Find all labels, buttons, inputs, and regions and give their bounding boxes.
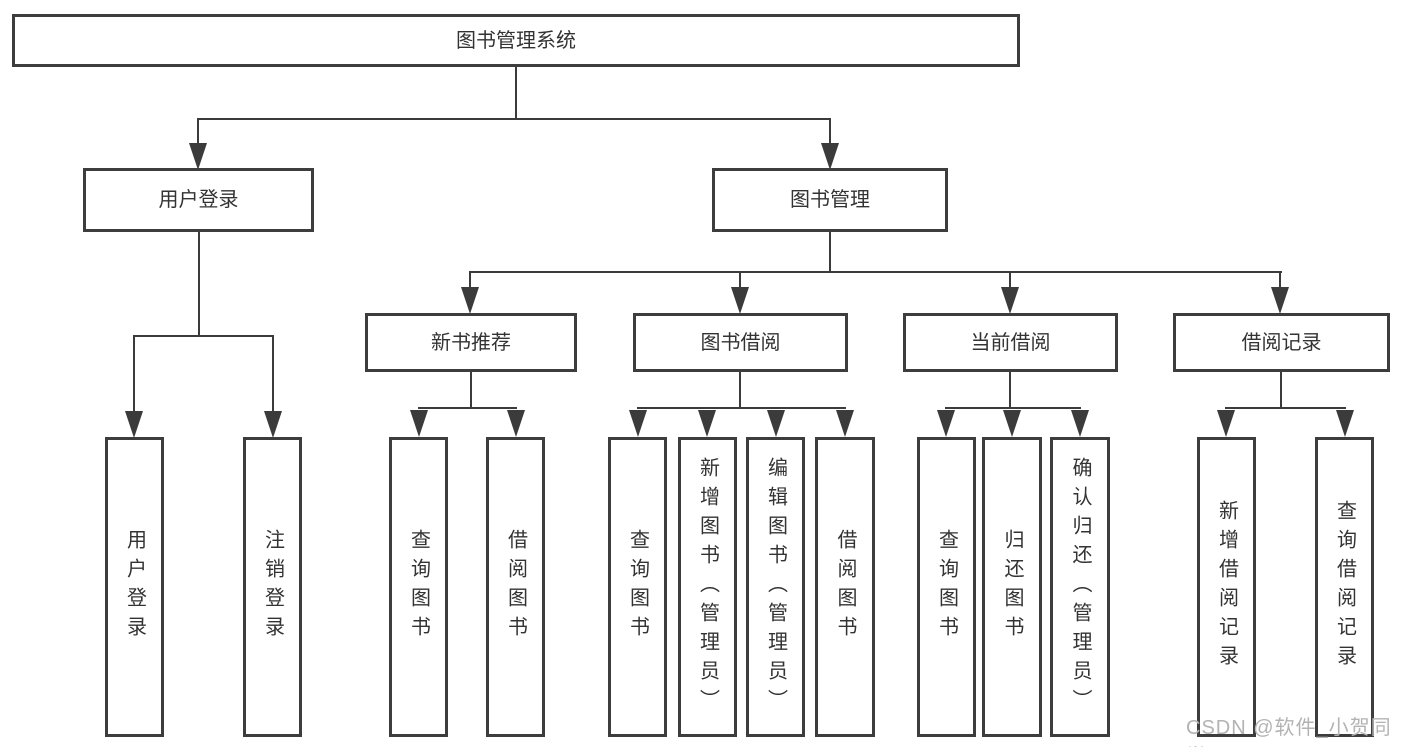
node-user-login: 用户登录 xyxy=(83,168,314,232)
leaf-user-login: 用户登录 xyxy=(105,437,164,737)
connector-l3-stem xyxy=(469,271,471,289)
connector-bookmgmt-stem xyxy=(829,118,831,145)
leaf-logout: 注销登录 xyxy=(243,437,302,737)
node-book-borrowing: 图书借阅 xyxy=(633,313,848,372)
arrow-down-icon xyxy=(1003,410,1021,437)
connector-currentborrow-down xyxy=(1009,372,1011,409)
connector-leaf-stem xyxy=(272,335,274,411)
arrow-down-icon xyxy=(1271,287,1289,314)
connector-l3-stem xyxy=(1279,271,1281,289)
arrow-down-icon xyxy=(410,410,428,437)
node-new-book-recommend: 新书推荐 xyxy=(365,313,577,372)
node-current-borrowing: 当前借阅 xyxy=(903,313,1118,372)
arrow-down-icon xyxy=(698,410,716,437)
arrow-down-icon xyxy=(507,410,525,437)
arrow-down-icon xyxy=(1336,410,1354,437)
arrow-down-icon xyxy=(731,287,749,314)
leaf-add-books-admin: 新增图书（管理员） xyxy=(678,437,737,737)
node-borrowing-records: 借阅记录 xyxy=(1173,313,1390,372)
connector-bookmgmt-down xyxy=(829,232,831,273)
connector-level3-rail xyxy=(470,271,1282,273)
connector-newbook-rail xyxy=(418,407,517,409)
connector-l3-stem xyxy=(739,271,741,289)
leaf-confirm-return-admin: 确认归还（管理员） xyxy=(1050,437,1110,737)
leaf-query-borrow-record: 查询借阅记录 xyxy=(1315,437,1374,737)
connector-currentborrow-rail xyxy=(945,407,1081,409)
leaf-borrow-books: 借阅图书 xyxy=(815,437,875,737)
leaf-edit-books-admin: 编辑图书（管理员） xyxy=(746,437,805,737)
leaf-query-books-recommend: 查询图书 xyxy=(389,437,448,737)
leaf-borrow-books-recommend: 借阅图书 xyxy=(486,437,545,737)
connector-newbook-down xyxy=(470,372,472,409)
leaf-query-books-current: 查询图书 xyxy=(917,437,976,737)
connector-leaf-stem xyxy=(133,335,135,411)
leaf-add-borrow-record: 新增借阅记录 xyxy=(1197,437,1256,737)
arrow-down-icon xyxy=(125,411,143,438)
arrow-down-icon xyxy=(189,143,207,170)
leaf-return-books: 归还图书 xyxy=(982,437,1042,737)
connector-root-stem xyxy=(515,67,517,119)
connector-bookborrow-rail xyxy=(637,407,846,409)
arrow-down-icon xyxy=(836,410,854,437)
connector-userlogin-stem xyxy=(197,118,199,145)
connector-bookborrow-down xyxy=(739,372,741,409)
arrow-down-icon xyxy=(264,411,282,438)
arrow-down-icon xyxy=(767,410,785,437)
connector-userlogin-rail xyxy=(133,335,274,337)
arrow-down-icon xyxy=(1071,410,1089,437)
node-root-library-system: 图书管理系统 xyxy=(12,14,1020,67)
connector-l3-stem xyxy=(1009,271,1011,289)
arrow-down-icon xyxy=(937,410,955,437)
connector-level1-rail xyxy=(197,118,831,120)
leaf-query-books-borrowing: 查询图书 xyxy=(608,437,667,737)
connector-records-rail xyxy=(1225,407,1346,409)
arrow-down-icon xyxy=(821,143,839,170)
arrow-down-icon xyxy=(629,410,647,437)
arrow-down-icon xyxy=(461,287,479,314)
csdn-watermark: CSDN @软件_小贺同学 xyxy=(1186,717,1392,747)
connector-userlogin-down xyxy=(198,232,200,337)
arrow-down-icon xyxy=(1001,287,1019,314)
arrow-down-icon xyxy=(1217,410,1235,437)
connector-records-down xyxy=(1280,372,1282,409)
node-book-management: 图书管理 xyxy=(712,168,948,232)
